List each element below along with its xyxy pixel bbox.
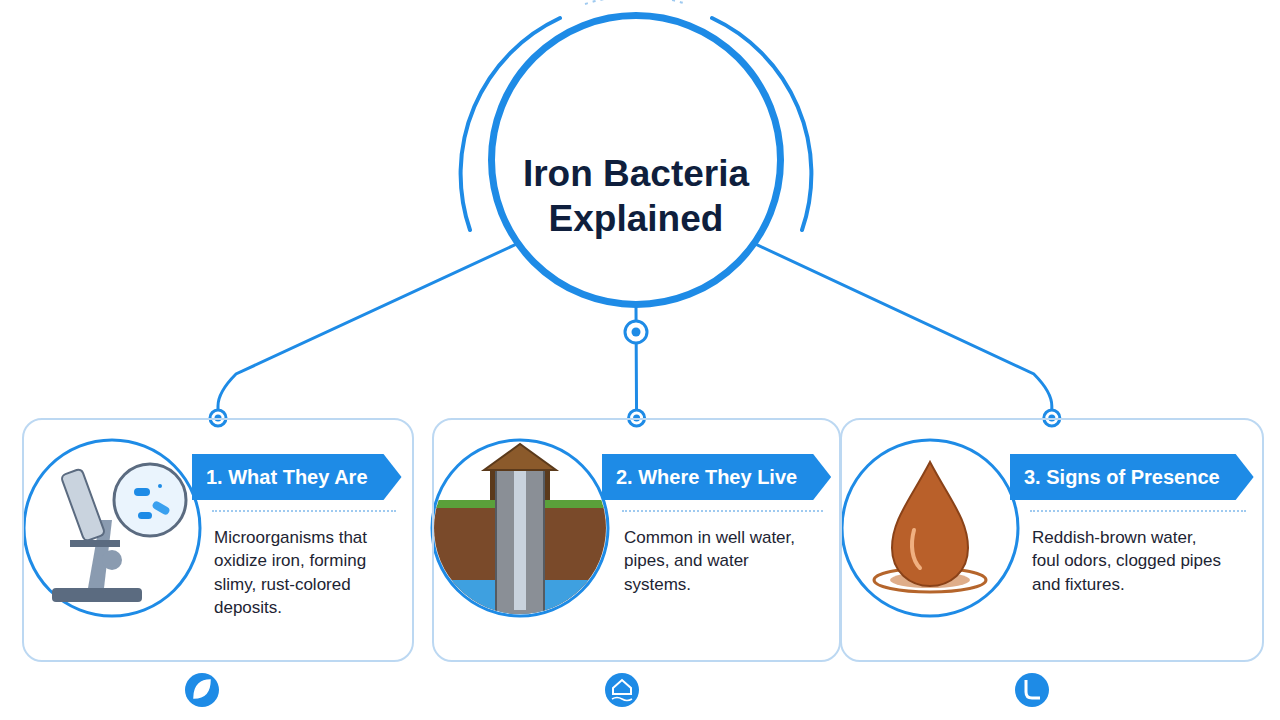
- card-heading: 1. What They Are: [192, 454, 402, 500]
- card-heading: 3. Signs of Presence: [1010, 454, 1254, 500]
- card-body: Common in well water, pipes, and water s…: [624, 526, 816, 596]
- card-body: Microorganisms that oxidize iron, formin…: [214, 526, 406, 620]
- hub-ring: [625, 321, 647, 343]
- info-card: 1. What They AreMicroorganisms that oxid…: [22, 418, 414, 662]
- decor-arc: [585, 0, 687, 4]
- info-card: 3. Signs of PresenceReddish-brown water,…: [840, 418, 1264, 662]
- card-body: Reddish-brown water, foul odors, clogged…: [1032, 526, 1224, 596]
- hub-ring: [632, 328, 641, 337]
- branch-connector: [757, 245, 1052, 418]
- dotted-separator: [622, 510, 823, 512]
- house-water-icon: [605, 673, 639, 707]
- dotted-separator: [212, 510, 396, 512]
- pipe-icon: [1015, 673, 1049, 707]
- info-card: 2. Where They LiveCommon in well water, …: [432, 418, 841, 662]
- card-heading: 2. Where They Live: [602, 454, 831, 500]
- dotted-separator: [1030, 510, 1246, 512]
- drop-illustration: [842, 440, 1018, 616]
- hub-circle: Iron Bacteria Explained: [488, 12, 784, 308]
- branch-connector: [218, 245, 515, 418]
- title-text: Iron Bacteria Explained: [495, 151, 777, 241]
- microscope-illustration: [24, 440, 200, 616]
- leaf-icon: [185, 673, 219, 707]
- well-illustration: [430, 440, 610, 625]
